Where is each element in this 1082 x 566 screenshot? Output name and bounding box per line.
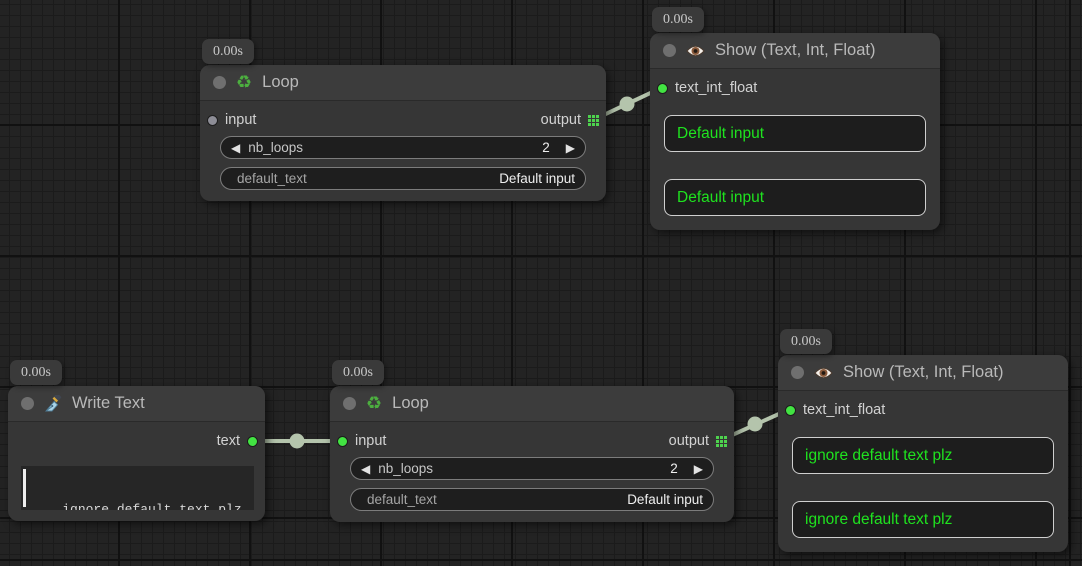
- node-loop-bottom[interactable]: 0.00s ♻ Loop input output ◀ nb_loops 2 ▶…: [330, 360, 734, 522]
- text-cursor: [23, 469, 26, 507]
- widget-label: default_text: [367, 492, 437, 507]
- widget-value: Default input: [499, 171, 575, 186]
- input-slot-label: text_int_float: [803, 402, 886, 418]
- node-titlebar[interactable]: ♻ Loop: [330, 386, 734, 422]
- input-slot-label: input: [225, 112, 257, 128]
- eye-icon: [814, 366, 833, 380]
- input-port[interactable]: [657, 82, 668, 94]
- nb-loops-widget[interactable]: ◀ nb_loops 2 ▶: [220, 136, 586, 159]
- text-display-1: Default input: [664, 115, 926, 152]
- node-title: Show (Text, Int, Float): [843, 363, 1004, 381]
- link-midpoint-dot[interactable]: [619, 96, 635, 112]
- execution-time-badge: 0.00s: [202, 39, 254, 64]
- output-slot-label: text: [216, 433, 240, 449]
- node-titlebar[interactable]: Show (Text, Int, Float): [650, 33, 940, 69]
- output-slot-label: output: [668, 433, 709, 449]
- node-titlebar[interactable]: Write Text: [8, 386, 265, 422]
- node-title: Write Text: [72, 394, 145, 412]
- link-midpoint-dot[interactable]: [289, 433, 305, 449]
- input-port[interactable]: [785, 404, 796, 416]
- node-show-top[interactable]: 0.00s Show (Text, Int, Float) text_int_f…: [650, 7, 940, 230]
- node-write-text[interactable]: 0.00s Write Text text ignore default tex…: [8, 360, 265, 521]
- input-port[interactable]: [337, 435, 348, 447]
- node-title: Show (Text, Int, Float): [715, 41, 876, 59]
- node-titlebar[interactable]: ♻ Loop: [200, 65, 606, 101]
- node-titlebar[interactable]: Show (Text, Int, Float): [778, 355, 1068, 391]
- widget-value: 2: [670, 461, 678, 476]
- widget-label: default_text: [237, 171, 307, 186]
- fountain-pen-icon: [44, 394, 62, 413]
- widget-value: Default input: [627, 492, 703, 507]
- nb-loops-widget[interactable]: ◀ nb_loops 2 ▶: [350, 457, 714, 480]
- textarea-value: ignore default text plz: [62, 502, 242, 510]
- widget-label: nb_loops: [378, 461, 434, 476]
- slot-row: input output: [200, 109, 606, 131]
- node-show-bottom[interactable]: 0.00s Show (Text, Int, Float) text_int_f…: [778, 329, 1068, 552]
- recycle-icon: ♻: [366, 392, 383, 414]
- text-input-area[interactable]: ignore default text plz: [21, 466, 254, 510]
- decrement-arrow-icon[interactable]: ◀: [361, 461, 371, 476]
- collapse-dot[interactable]: [21, 397, 34, 410]
- collapse-dot[interactable]: [791, 366, 804, 379]
- output-port-grid-icon[interactable]: [716, 435, 727, 447]
- decrement-arrow-icon[interactable]: ◀: [231, 140, 241, 155]
- execution-time-badge: 0.00s: [332, 360, 384, 385]
- input-slot-label: input: [355, 433, 387, 449]
- increment-arrow-icon[interactable]: ▶: [565, 140, 575, 155]
- text-display-2: ignore default text plz: [792, 501, 1054, 538]
- node-title: Loop: [262, 73, 299, 91]
- input-slot-label: text_int_float: [675, 80, 758, 96]
- execution-time-badge: 0.00s: [780, 329, 832, 354]
- text-display-1: ignore default text plz: [792, 437, 1054, 474]
- slot-row: text: [8, 430, 265, 452]
- output-port[interactable]: [247, 435, 258, 447]
- output-slot-label: output: [540, 112, 581, 128]
- execution-time-badge: 0.00s: [652, 7, 704, 32]
- eye-icon: [686, 44, 705, 58]
- slot-row: input output: [330, 430, 734, 452]
- output-port-grid-icon[interactable]: [588, 114, 599, 126]
- link-midpoint-dot[interactable]: [747, 416, 763, 432]
- execution-time-badge: 0.00s: [10, 360, 62, 385]
- collapse-dot[interactable]: [343, 397, 356, 410]
- node-loop-top[interactable]: 0.00s ♻ Loop input output ◀ nb_loops 2 ▶…: [200, 39, 606, 201]
- widget-value: 2: [542, 140, 550, 155]
- text-display-2: Default input: [664, 179, 926, 216]
- collapse-dot[interactable]: [663, 44, 676, 57]
- widget-label: nb_loops: [248, 140, 304, 155]
- slot-row: text_int_float: [778, 399, 1068, 421]
- slot-row: text_int_float: [650, 77, 940, 99]
- recycle-icon: ♻: [236, 71, 253, 93]
- node-title: Loop: [392, 394, 429, 412]
- default-text-widget[interactable]: default_text Default input: [350, 488, 714, 511]
- increment-arrow-icon[interactable]: ▶: [693, 461, 703, 476]
- collapse-dot[interactable]: [213, 76, 226, 89]
- input-port[interactable]: [207, 114, 218, 126]
- default-text-widget[interactable]: default_text Default input: [220, 167, 586, 190]
